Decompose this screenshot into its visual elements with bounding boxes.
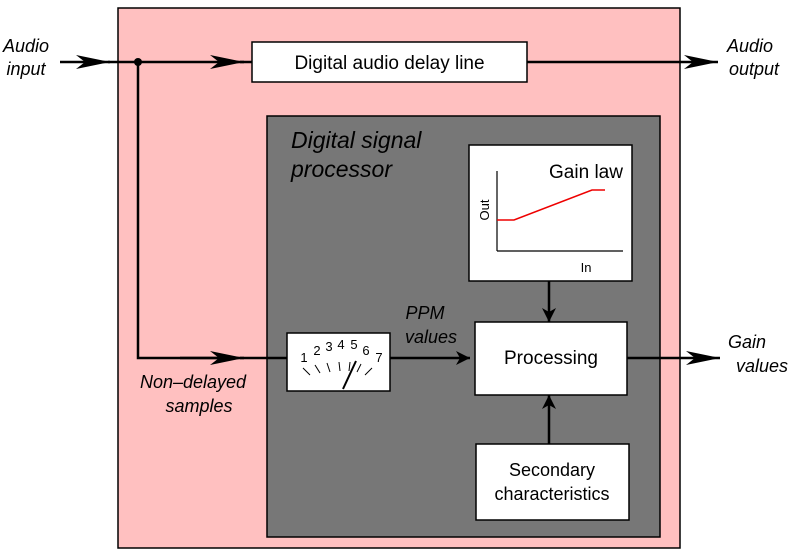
meter-scale-number: 1 [300, 350, 307, 365]
audio-output-label-2: output [729, 59, 780, 79]
ppm-meter-box [286, 332, 391, 392]
gain-law-axis-in: In [581, 260, 592, 275]
dsp-title: Digital signal [291, 127, 422, 153]
meter-scale-number: 2 [313, 343, 320, 358]
gain-values-label: Gain [728, 332, 766, 352]
gain-law-title: Gain law [549, 162, 623, 183]
processing-box [474, 321, 628, 396]
audio-output-label: Audio [726, 36, 773, 56]
ppm-label: PPM [405, 303, 444, 323]
secondary-label-2: characteristics [494, 484, 609, 504]
gain-values-label-2: values [736, 356, 788, 376]
ppm-label-2: values [405, 327, 457, 347]
nondelayed-label: Non–delayed [140, 372, 247, 392]
gain-law-curve [497, 189, 605, 221]
meter-scale-number: 6 [362, 343, 369, 358]
audio-input-label: Audio [2, 36, 49, 56]
processing-label: Processing [504, 348, 598, 369]
ppm-meter-ticks [302, 361, 373, 376]
meter-scale-number: 5 [350, 337, 357, 352]
dsp-title-2: processor [290, 156, 393, 182]
secondary-label: Secondary [509, 460, 595, 480]
secondary-characteristics-box [475, 443, 630, 521]
delay-line-label: Digital audio delay line [294, 53, 484, 74]
delay-line-box [251, 41, 528, 83]
meter-scale-number: 4 [337, 337, 344, 352]
nondelayed-label-2: samples [165, 396, 232, 416]
gain-law-box [468, 144, 633, 282]
meter-scale-number: 7 [375, 350, 382, 365]
ppm-meter-needle [342, 360, 357, 390]
meter-scale-number: 3 [325, 339, 332, 354]
gain-law-axis-out: Out [477, 199, 492, 220]
audio-input-label-2: input [6, 59, 46, 79]
